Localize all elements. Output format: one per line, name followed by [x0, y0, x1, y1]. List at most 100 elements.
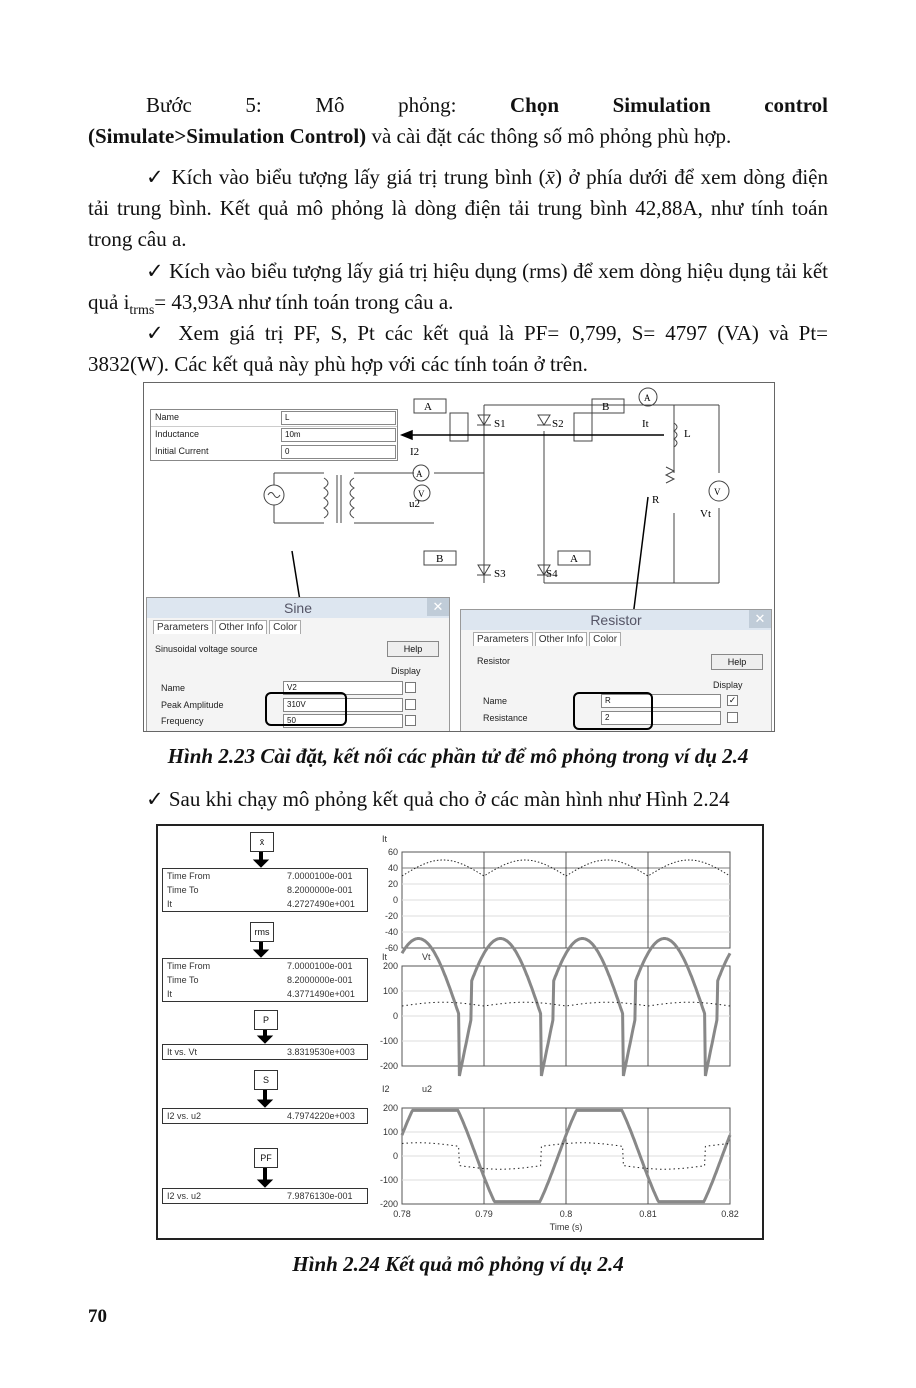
label-a2: A — [570, 553, 578, 565]
close-icon[interactable]: ✕ — [749, 610, 771, 628]
y-tick-label: -200 — [380, 1199, 398, 1209]
x-tick-label: 0.79 — [475, 1209, 493, 1219]
y-tick-label: -100 — [380, 1036, 398, 1046]
label-a1: A — [424, 401, 432, 413]
display-checkbox[interactable] — [405, 682, 416, 693]
close-icon[interactable]: ✕ — [427, 598, 449, 616]
bullet-pf: ✓ Xem giá trị PF, S, Pt các kết quả là P… — [88, 321, 829, 376]
inductor-name-field[interactable]: L — [281, 411, 396, 425]
resistor-name-field[interactable]: R — [601, 694, 721, 708]
highlight-box — [265, 692, 347, 726]
power-icon[interactable]: P — [254, 1010, 278, 1030]
label-r: R — [652, 494, 660, 506]
y-tick-label: 60 — [388, 847, 398, 857]
y-tick-label: -20 — [385, 911, 398, 921]
help-button[interactable]: Help — [711, 654, 763, 670]
tab-other-info[interactable]: Other Info — [534, 632, 588, 646]
resistor-dialog-title: Resistor — [461, 610, 771, 630]
x-tick-label: 0.8 — [560, 1209, 573, 1219]
initial-current-field[interactable]: 0 — [281, 445, 396, 459]
display-checkbox[interactable] — [405, 715, 416, 726]
label-ammeter-mid: A — [416, 469, 423, 479]
y-tick-label: 200 — [383, 961, 398, 971]
label-vt: Vt — [700, 508, 711, 520]
x-axis-label: Time (s) — [550, 1222, 583, 1232]
label-it: It — [642, 418, 649, 430]
y-tick-label: -60 — [385, 943, 398, 953]
highlight-box — [573, 692, 653, 730]
y-tick-label: 40 — [388, 863, 398, 873]
label-i2: I2 — [410, 446, 419, 458]
legend-it: It — [382, 952, 388, 962]
label-s3: S3 — [494, 568, 506, 580]
y-tick-label: 100 — [383, 1127, 398, 1137]
tab-parameters[interactable]: Parameters — [153, 620, 213, 634]
y-tick-label: 100 — [383, 986, 398, 996]
tab-parameters[interactable]: Parameters — [473, 632, 533, 646]
display-label: Display — [391, 666, 421, 676]
display-label: Display — [713, 680, 743, 690]
y-tick-label: 20 — [388, 879, 398, 889]
sine-subtitle: Sinusoidal voltage source — [155, 644, 258, 654]
plot-it-vt — [401, 965, 731, 1067]
legend-u2: u2 — [422, 1084, 432, 1094]
legend-vt: Vt — [422, 952, 431, 962]
series-it — [401, 1001, 731, 1007]
y-tick-label: 0 — [393, 1151, 398, 1161]
label-l: L — [684, 428, 691, 440]
resistance-field[interactable]: 2 — [601, 711, 721, 725]
y-tick-label: -40 — [385, 927, 398, 937]
series-it — [401, 859, 731, 877]
peak-amplitude-field[interactable]: 310V — [283, 698, 403, 712]
label-voltmeter: V — [418, 489, 425, 499]
series-u2 — [400, 1108, 732, 1204]
label-voltmeter-right: V — [714, 487, 721, 497]
figure-2-23-caption: Hình 2.23 Cài đặt, kết nối các phần tử đ… — [167, 744, 749, 768]
bullet-results: ✓ Sau khi chạy mô phỏng kết quả cho ở cá… — [146, 787, 730, 811]
series-vt — [400, 937, 732, 1077]
x-tick-label: 0.78 — [393, 1209, 411, 1219]
figure-circuit-setup: Name L Inductance 10m Initial Current 0 — [143, 382, 775, 732]
help-button[interactable]: Help — [387, 641, 439, 657]
inductance-field[interactable]: 10m — [281, 428, 396, 442]
label-ammeter-top: A — [644, 393, 651, 403]
x-tick-label: 0.82 — [721, 1209, 739, 1219]
plot-i2-u2 — [401, 1107, 731, 1205]
power-factor-icon[interactable]: PF — [254, 1148, 278, 1168]
legend-i2: I2 — [382, 1084, 390, 1094]
label-b1: B — [602, 401, 609, 413]
tab-color[interactable]: Color — [269, 620, 302, 634]
plot-it — [401, 851, 731, 949]
figure-2-24-caption: Hình 2.24 Kết quả mô phỏng ví dụ 2.4 — [292, 1252, 624, 1276]
sine-dialog-title: Sine — [147, 598, 449, 618]
meter-arrows — [252, 852, 274, 1188]
step-paragraph: Bước 5: Mô phỏng: Chọn Simulation contro… — [88, 93, 828, 148]
rms-icon[interactable]: rms — [250, 922, 274, 942]
display-checkbox[interactable] — [405, 699, 416, 710]
display-checkbox[interactable]: ✓ — [727, 695, 738, 706]
resistor-subtitle: Resistor — [477, 656, 511, 666]
tab-other-info[interactable]: Other Info — [214, 620, 268, 634]
tab-color[interactable]: Color — [589, 632, 622, 646]
display-checkbox[interactable] — [727, 712, 738, 723]
page-number: 70 — [88, 1306, 107, 1327]
series-i2 — [401, 1142, 731, 1170]
inductor-properties: Name L Inductance 10m Initial Current 0 — [150, 409, 398, 461]
label-b2: B — [436, 553, 443, 565]
y-tick-label: 200 — [383, 1103, 398, 1113]
average-icon[interactable]: x̄ — [250, 832, 274, 852]
legend-it: It — [382, 834, 388, 844]
apparent-power-icon[interactable]: S — [254, 1070, 278, 1090]
y-tick-label: 0 — [393, 895, 398, 905]
label-s1: S1 — [494, 418, 506, 430]
label-s4: S4 — [546, 568, 558, 580]
label-s2: S2 — [552, 418, 564, 430]
